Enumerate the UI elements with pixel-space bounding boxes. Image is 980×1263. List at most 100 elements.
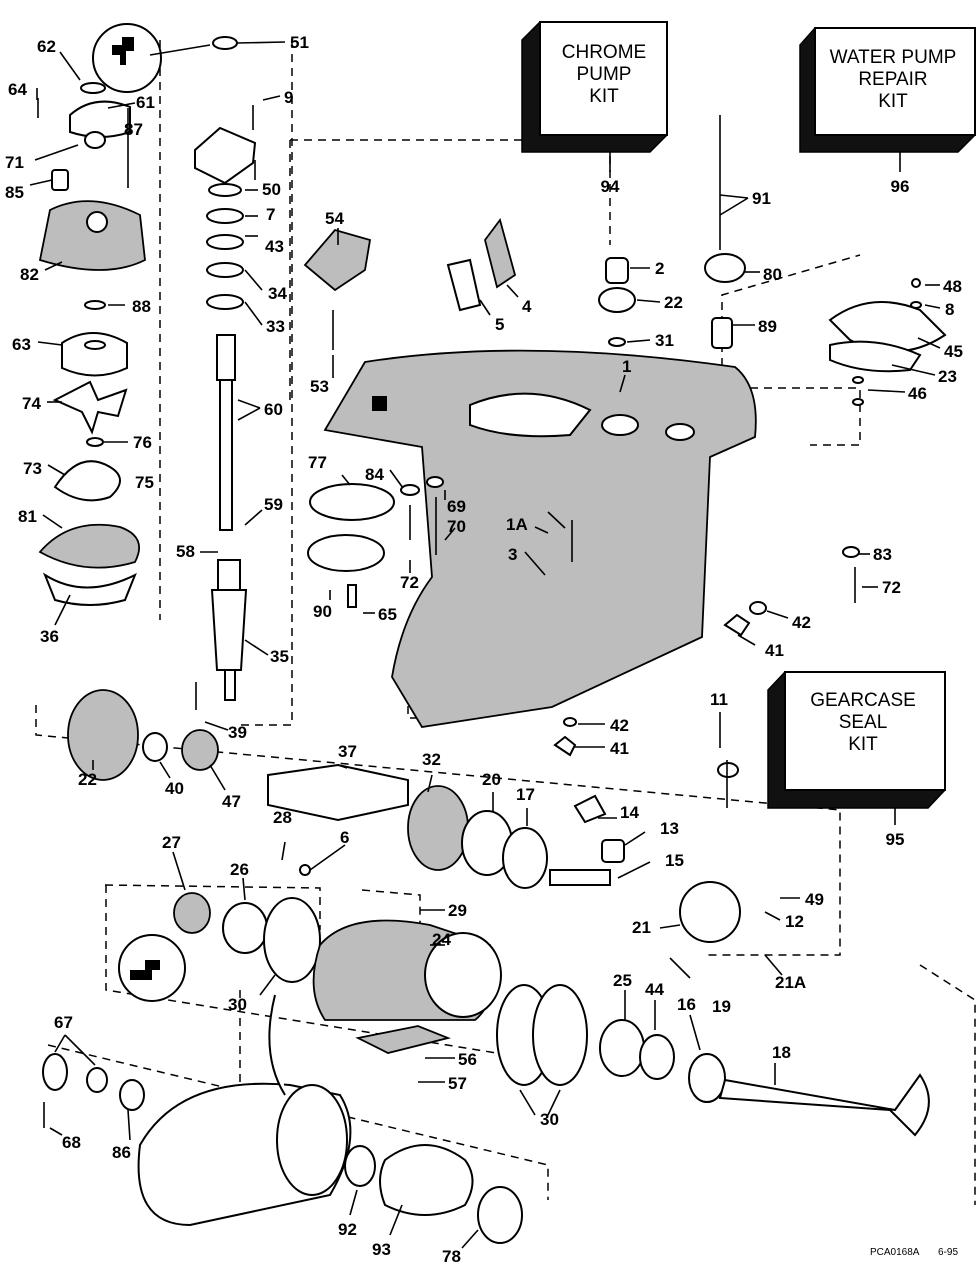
label-14: 14 (620, 803, 639, 822)
label-13: 13 (660, 819, 679, 838)
label-76: 76 (133, 433, 152, 452)
label-26: 26 (230, 860, 249, 879)
label-69: 69 (447, 497, 466, 516)
gearcase-seal-kit-label-1: GEARCASE (810, 690, 916, 711)
label-65: 65 (378, 605, 397, 624)
label-87: 87 (124, 120, 143, 139)
label-17: 17 (516, 785, 535, 804)
label-41-top: 41 (765, 641, 784, 660)
label-85: 85 (5, 183, 24, 202)
drawing-date: 6-95 (938, 1247, 958, 1258)
label-12: 12 (785, 912, 804, 931)
label-29: 29 (448, 901, 467, 920)
label-15: 15 (665, 851, 684, 870)
label-6: 6 (340, 828, 349, 847)
label-1: 1 (622, 357, 631, 376)
part-number-labels: 51 9 50 7 43 34 33 60 59 58 35 39 62 64 … (5, 33, 963, 1263)
label-53: 53 (310, 377, 329, 396)
label-67: 67 (54, 1013, 73, 1032)
label-71: 71 (5, 153, 24, 172)
label-27: 27 (162, 833, 181, 852)
label-37: 37 (338, 742, 357, 761)
label-47: 47 (222, 792, 241, 811)
label-32: 32 (422, 750, 441, 769)
label-89: 89 (758, 317, 777, 336)
label-28: 28 (273, 808, 292, 827)
label-16: 16 (677, 995, 696, 1014)
lube-tube-icon (112, 37, 134, 65)
chrome-pump-kit-box: CHROME PUMP KIT 94 (521, 21, 668, 196)
label-90: 90 (313, 602, 332, 621)
label-30-left: 30 (228, 995, 247, 1014)
label-58: 58 (176, 542, 195, 561)
label-45: 45 (944, 342, 963, 361)
label-92: 92 (338, 1220, 357, 1239)
label-42-bottom: 42 (610, 716, 629, 735)
gearcase-housing (323, 349, 757, 728)
label-30-right: 30 (540, 1110, 559, 1129)
label-41-bottom: 41 (610, 739, 629, 758)
label-73: 73 (23, 459, 42, 478)
water-pump-assembly (37, 23, 162, 606)
gear-train (67, 689, 741, 979)
label-84: 84 (365, 465, 384, 484)
label-31: 31 (655, 331, 674, 350)
label-21: 21 (632, 918, 651, 937)
drawing-code: PCA0168A (870, 1247, 920, 1258)
lube-callout-icon (92, 23, 162, 93)
water-pump-kit-box: WATER PUMP REPAIR KIT 96 (799, 27, 976, 196)
label-86: 86 (112, 1143, 131, 1162)
gearcase-seal-kit-ref: 95 (886, 830, 905, 849)
bearing-carrier-and-prop (42, 864, 930, 1244)
label-3: 3 (508, 545, 517, 564)
label-8: 8 (945, 300, 954, 319)
label-24: 24 (432, 930, 451, 949)
water-pump-kit-label-1: WATER PUMP (830, 47, 957, 68)
label-34: 34 (268, 284, 287, 303)
label-83: 83 (873, 545, 892, 564)
chrome-pump-kit-label-3: KIT (589, 86, 619, 107)
chrome-pump-kit-label-1: CHROME (562, 42, 646, 63)
label-22-bottom: 22 (78, 770, 97, 789)
label-35: 35 (270, 647, 289, 666)
label-78: 78 (442, 1247, 461, 1263)
label-42-top: 42 (792, 613, 811, 632)
label-63: 63 (12, 335, 31, 354)
label-44: 44 (645, 980, 664, 999)
label-2: 2 (655, 259, 664, 278)
label-51: 51 (290, 33, 309, 52)
label-68: 68 (62, 1133, 81, 1152)
label-93: 93 (372, 1240, 391, 1259)
label-9: 9 (284, 88, 293, 107)
label-25: 25 (613, 971, 632, 990)
label-72-right: 72 (882, 578, 901, 597)
chrome-pump-kit-ref: 94 (601, 177, 620, 196)
label-57: 57 (448, 1074, 467, 1093)
label-54: 54 (325, 209, 344, 228)
label-4: 4 (522, 297, 532, 316)
water-pump-kit-ref: 96 (891, 177, 910, 196)
driveshaft-assembly (194, 36, 257, 710)
label-11: 11 (710, 690, 728, 709)
label-49: 49 (805, 890, 824, 909)
label-60: 60 (264, 400, 283, 419)
lube-tube-icon-2 (130, 960, 160, 980)
label-74: 74 (22, 394, 41, 413)
label-7: 7 (266, 205, 275, 224)
label-70: 70 (447, 517, 466, 536)
label-21a: 21A (775, 973, 806, 992)
label-59: 59 (264, 495, 283, 514)
gearcase-seal-kit-box: GEARCASE SEAL KIT 95 (767, 671, 946, 849)
gearcase-seal-kit-label-2: SEAL (839, 712, 888, 733)
label-5: 5 (495, 315, 504, 334)
label-33: 33 (266, 317, 285, 336)
label-22-top: 22 (664, 293, 683, 312)
label-19: 19 (712, 997, 731, 1016)
label-82: 82 (20, 265, 39, 284)
label-75: 75 (135, 473, 154, 492)
label-80: 80 (763, 265, 782, 284)
label-61: 61 (136, 93, 155, 112)
label-20: 20 (482, 770, 501, 789)
anode-and-shift-parts (303, 115, 947, 406)
label-50: 50 (262, 180, 281, 199)
